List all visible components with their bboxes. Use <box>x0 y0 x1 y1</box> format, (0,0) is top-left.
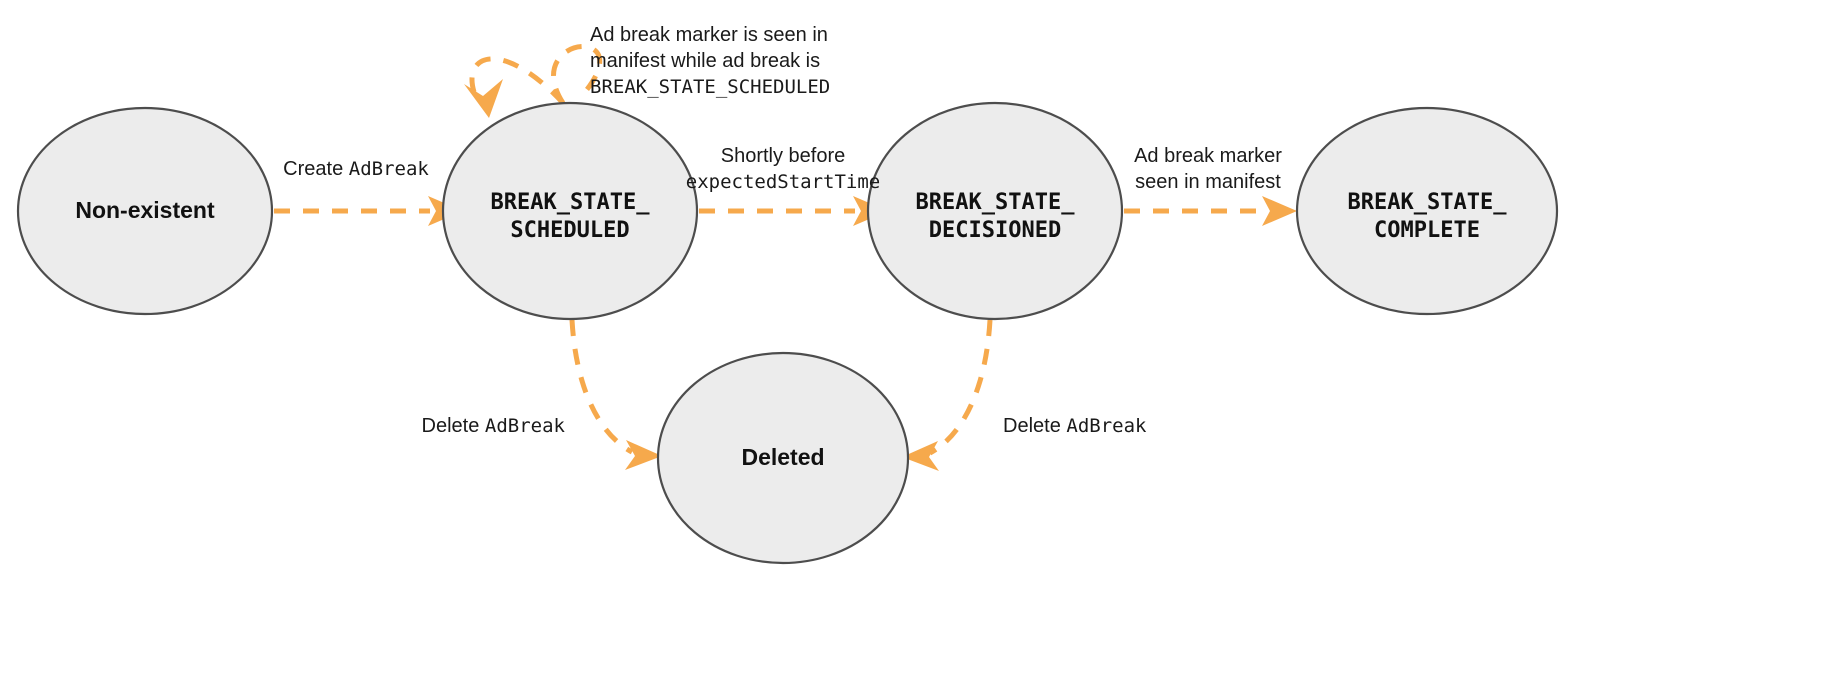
edge-label-create-adbreak-seg0: Create <box>283 158 349 180</box>
edge-label-delete-from-decisioned-seg1: AdBreak <box>1066 415 1147 437</box>
edges-layer <box>274 44 1297 471</box>
edge-create-adbreak <box>274 196 463 226</box>
edge-label-selfloop-scheduled-line1: Ad break marker is seen in <box>590 24 828 46</box>
node-break-state-decisioned-label-line1: BREAK_STATE_ <box>916 190 1076 215</box>
edge-label-delete-from-decisioned: Delete AdBreak <box>1003 415 1147 437</box>
edge-label-delete-from-scheduled-seg1: AdBreak <box>485 415 566 437</box>
node-deleted-label: Deleted <box>741 444 824 470</box>
node-non-existent-shape[interactable] <box>16 106 274 316</box>
node-break-state-decisioned-label-line2: DECISIONED <box>929 218 1061 243</box>
node-deleted[interactable]: Deleted <box>656 351 910 565</box>
edge-label-delete-from-scheduled: Delete AdBreak <box>422 415 566 437</box>
node-deleted-shape[interactable] <box>656 351 910 565</box>
edge-label-selfloop-scheduled-line3: BREAK_STATE_SCHEDULED <box>590 76 830 98</box>
edge-label-create-adbreak-seg1: AdBreak <box>349 158 430 180</box>
edge-delete-from-scheduled-path <box>569 319 634 455</box>
edge-selfloop-scheduled-path-left <box>469 56 565 105</box>
edge-label-selfloop-scheduled: Ad break marker is seen in manifest while… <box>590 24 830 98</box>
edge-delete-from-scheduled <box>569 319 662 470</box>
edge-label-delete-from-decisioned-seg0: Delete <box>1003 415 1066 437</box>
edge-shortly-before <box>699 196 888 226</box>
node-break-state-scheduled[interactable]: BREAK_STATE_ SCHEDULED <box>441 101 699 321</box>
edge-label-marker-seen-manifest: Ad break marker seen in manifest <box>1134 145 1282 193</box>
edge-label-selfloop-scheduled-line2: manifest while ad break is <box>590 50 820 72</box>
edge-label-delete-from-scheduled-seg0: Delete <box>422 415 485 437</box>
nodes-layer: Non-existent BREAK_STATE_ SCHEDULED BREA… <box>16 101 1559 565</box>
node-break-state-scheduled-shape[interactable] <box>441 101 699 321</box>
node-break-state-complete-label-line2: COMPLETE <box>1374 218 1480 243</box>
edge-labels-layer: Create AdBreak Ad break marker is seen i… <box>283 24 1282 437</box>
edge-delete-from-decisioned <box>902 319 993 471</box>
edge-delete-from-scheduled-arrowhead <box>625 440 662 470</box>
node-non-existent[interactable]: Non-existent <box>16 106 274 316</box>
node-break-state-complete[interactable]: BREAK_STATE_ COMPLETE <box>1295 106 1559 316</box>
edge-label-shortly-before-line2: expectedStartTime <box>686 171 880 193</box>
node-break-state-scheduled-label-line2: SCHEDULED <box>510 218 629 243</box>
edge-label-marker-seen-manifest-line2: seen in manifest <box>1135 171 1281 193</box>
edge-delete-from-decisioned-arrowhead <box>902 441 939 471</box>
node-break-state-complete-label-line1: BREAK_STATE_ <box>1348 190 1508 215</box>
node-break-state-complete-shape[interactable] <box>1295 106 1559 316</box>
node-break-state-decisioned[interactable]: BREAK_STATE_ DECISIONED <box>866 101 1124 321</box>
edge-selfloop-scheduled <box>464 44 603 118</box>
edge-delete-from-decisioned-path <box>928 319 993 456</box>
edge-selfloop-scheduled-arrowhead <box>464 79 503 118</box>
edge-selfloop-scheduled-path <box>551 44 603 105</box>
edge-label-create-adbreak: Create AdBreak <box>283 158 429 180</box>
node-break-state-decisioned-shape[interactable] <box>866 101 1124 321</box>
node-break-state-scheduled-label-line1: BREAK_STATE_ <box>491 190 651 215</box>
edge-marker-seen-manifest <box>1124 196 1297 226</box>
node-non-existent-label: Non-existent <box>75 197 215 223</box>
edge-label-shortly-before-line1: Shortly before <box>721 145 846 167</box>
edge-marker-seen-manifest-arrowhead <box>1262 196 1297 226</box>
edge-label-shortly-before: Shortly before expectedStartTime <box>686 145 880 193</box>
edge-label-marker-seen-manifest-line1: Ad break marker <box>1134 145 1282 167</box>
